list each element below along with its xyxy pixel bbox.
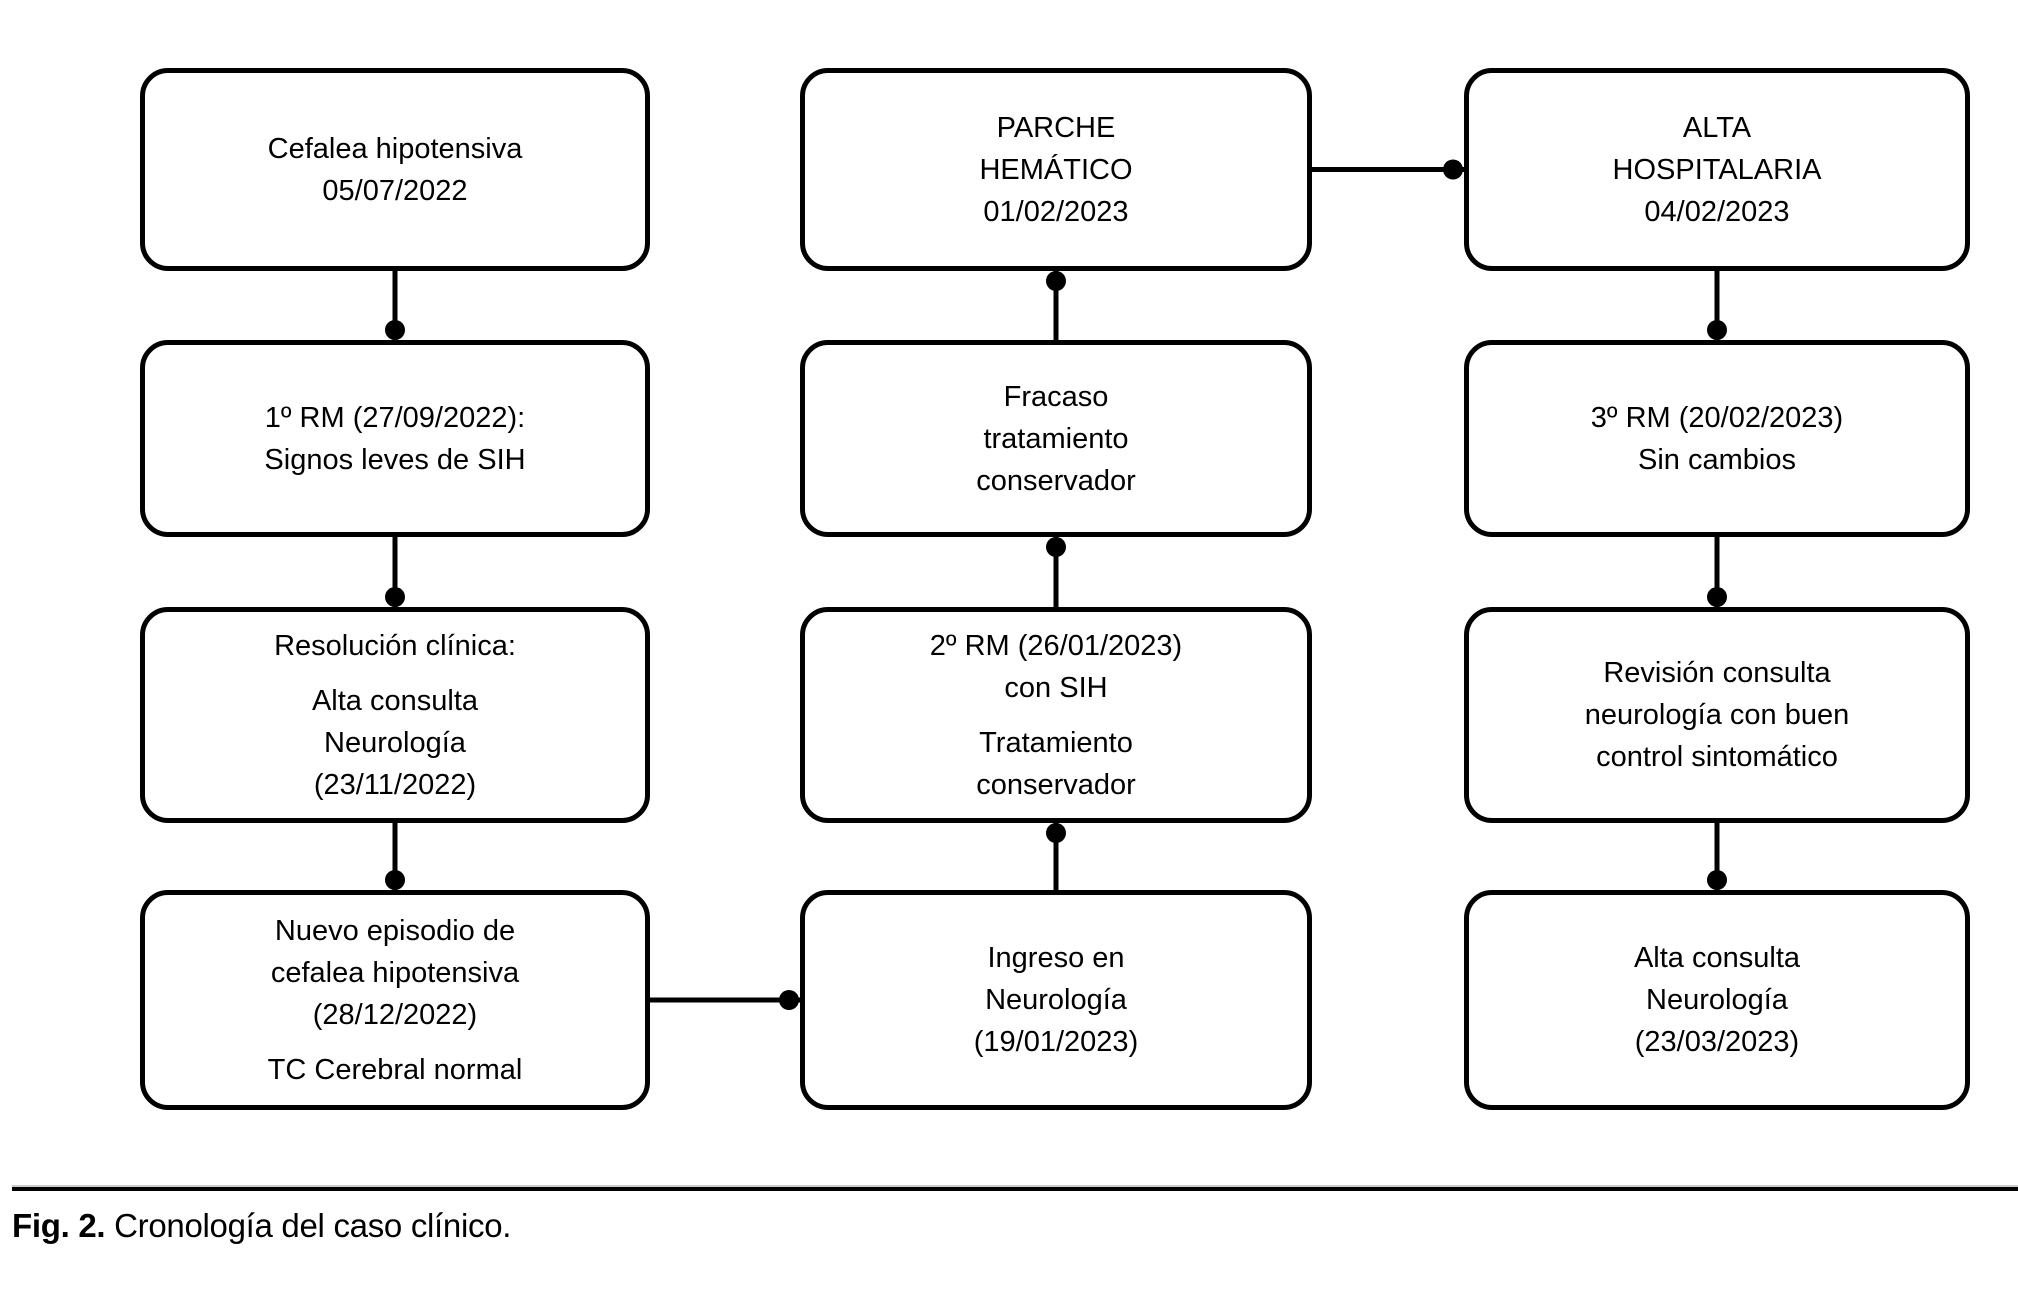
node-text-line: Tratamiento <box>979 726 1133 759</box>
node-text-line: Alta consulta <box>311 684 479 717</box>
node-text-line: (23/03/2023) <box>1634 1026 1800 1058</box>
node-text-line: 04/02/2023 <box>1644 195 1790 228</box>
node-parche: PARCHE HEMÁTICO 01/02/2023 <box>800 68 1312 271</box>
node-text-line: Revisión consulta <box>1603 657 1831 689</box>
figure-caption-label: Fig. 2. <box>12 1207 106 1244</box>
connector-dot <box>1707 587 1727 607</box>
node-text-line: Fracaso <box>1003 380 1109 413</box>
node-text-line: HOSPITALARIA <box>1612 153 1822 186</box>
caption-rule <box>12 1185 2018 1191</box>
node-text-line: conservador <box>976 464 1136 497</box>
node-text-line: Sin cambios <box>1638 443 1796 476</box>
node-text-line: (19/01/2023) <box>973 1026 1139 1058</box>
node-paragraph: Tratamiento conservador <box>976 722 1136 806</box>
node-text-line: PARCHE <box>996 111 1116 144</box>
node-text-line: Neurología <box>1646 984 1788 1016</box>
connector-dot <box>385 587 405 607</box>
node-text-line: ALTA <box>1682 111 1752 144</box>
node-rm2: 2º RM (26/01/2023) con SIH Tratamiento cons… <box>800 607 1312 823</box>
node-text-line: cefalea hipotensiva <box>270 956 520 989</box>
connector-dot <box>1707 870 1727 890</box>
node-paragraph: Revisión consulta neurología con buen cont… <box>1585 652 1849 778</box>
node-text-line: TC Cerebral normal <box>267 1053 523 1086</box>
figure-caption: Fig. 2. Cronología del caso clínico. <box>12 1207 511 1245</box>
node-paragraph: TC Cerebral normal <box>268 1049 523 1091</box>
node-text-line: conservador <box>976 768 1136 801</box>
node-paragraph: 2º RM (26/01/2023) con SIH <box>930 625 1182 709</box>
node-text-line: 3º RM (20/02/2023) <box>1590 401 1844 434</box>
node-rm3: 3º RM (20/02/2023) Sin cambios <box>1464 340 1970 537</box>
connector-dot <box>1046 823 1066 843</box>
connector-dot <box>1046 537 1066 557</box>
node-text-line: Neurología <box>985 984 1127 1016</box>
node-text-line: tratamiento <box>983 422 1129 455</box>
node-paragraph: 3º RM (20/02/2023) Sin cambios <box>1591 397 1843 481</box>
node-paragraph: PARCHE HEMÁTICO 01/02/2023 <box>979 107 1132 233</box>
node-text-line: (23/11/2022) <box>313 768 477 801</box>
node-paragraph: Nuevo episodio de cefalea hipotensiva (28/… <box>271 910 519 1036</box>
node-text-line: (28/12/2022) <box>312 998 478 1031</box>
node-text-line: Resolución clínica: <box>274 629 516 662</box>
node-text-line: 01/02/2023 <box>983 195 1129 228</box>
node-text-line: HEMÁTICO <box>979 153 1133 186</box>
node-paragraph: Fracaso tratamiento conservador <box>976 376 1136 502</box>
node-text-line: Nuevo episodio de <box>274 914 516 947</box>
node-cefalea: Cefalea hipotensiva 05/07/2022 <box>140 68 650 271</box>
node-fracaso: Fracaso tratamiento conservador <box>800 340 1312 537</box>
connector-dot <box>779 990 799 1010</box>
node-text-line: con SIH <box>1004 671 1108 704</box>
node-paragraph: Ingreso en Neurología (19/01/2023) <box>974 937 1138 1063</box>
node-text-line: control sintomático <box>1596 741 1838 773</box>
node-alta-hospitalaria: ALTA HOSPITALARIA 04/02/2023 <box>1464 68 1970 271</box>
node-text-line: 2º RM (26/01/2023) <box>929 629 1183 662</box>
node-paragraph: 1º RM (27/09/2022): Signos leves de SIH <box>264 397 525 481</box>
connector-dot <box>1046 271 1066 291</box>
node-text-line: Signos leves de SIH <box>264 443 526 476</box>
node-text-line: neurología con buen <box>1584 699 1850 731</box>
node-text-line: Neurología <box>324 726 466 759</box>
node-text-line: Alta consulta <box>1633 942 1801 974</box>
node-rm1: 1º RM (27/09/2022): Signos leves de SIH <box>140 340 650 537</box>
node-text-line: 1º RM (27/09/2022): <box>264 401 526 434</box>
connector-dot <box>1443 159 1463 180</box>
node-text-line: 05/07/2022 <box>322 174 468 207</box>
node-paragraph: ALTA HOSPITALARIA 04/02/2023 <box>1613 107 1822 233</box>
figure-caption-text: Cronología del caso clínico. <box>114 1207 512 1244</box>
node-text-line: Ingreso en <box>987 942 1125 974</box>
node-paragraph: Resolución clínica: <box>274 625 516 667</box>
node-text-line: Cefalea hipotensiva <box>267 132 523 165</box>
node-ingreso: Ingreso en Neurología (19/01/2023) <box>800 890 1312 1110</box>
node-revision: Revisión consulta neurología con buen cont… <box>1464 607 1970 823</box>
node-paragraph: Cefalea hipotensiva 05/07/2022 <box>268 128 523 212</box>
node-nuevo-episodio: Nuevo episodio de cefalea hipotensiva (28/… <box>140 890 650 1110</box>
connector-dot <box>385 320 405 340</box>
connector-dot <box>385 870 405 890</box>
connector-dot <box>1707 320 1727 340</box>
